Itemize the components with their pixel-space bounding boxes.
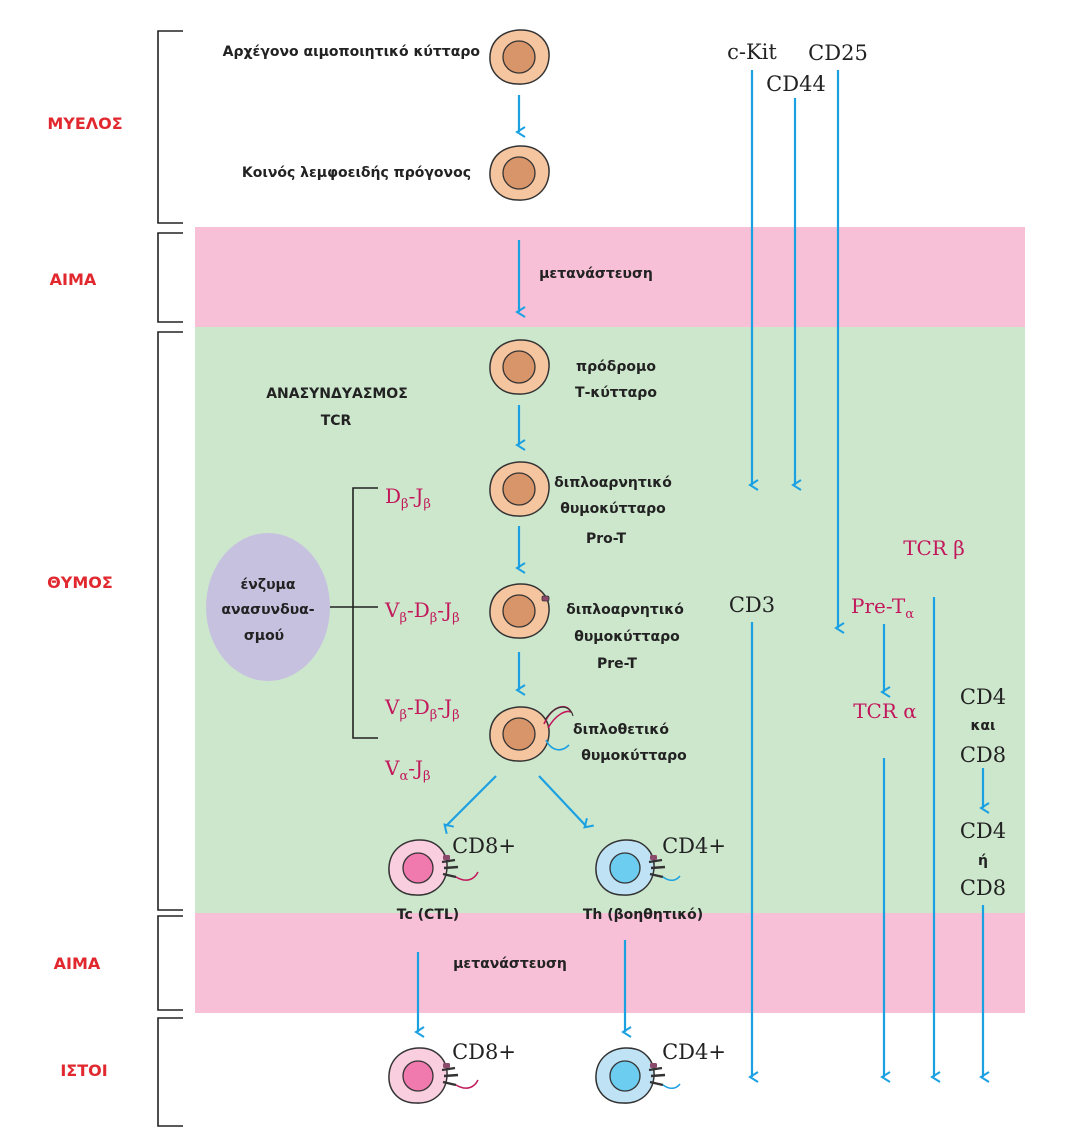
marker-or: ή (978, 853, 988, 869)
label-clp: Κοινός λεμφοειδής πρόγονος (242, 165, 471, 181)
marker-cd44: CD44 (766, 72, 826, 96)
cell-double-positive (489, 705, 574, 762)
marker-cd25: CD25 (808, 41, 868, 65)
label-dn2-3: Pre-T (597, 656, 637, 672)
marker-cd8-bottom: CD8 (960, 876, 1006, 900)
region-label-tissues: ΙΣΤΟΙ (60, 1061, 107, 1080)
blood-band-top (195, 227, 1025, 327)
label-dn-3: Pro-T (586, 531, 627, 547)
label-dp-1: διπλοθετικό (573, 722, 669, 738)
blood-band-bottom (195, 913, 1025, 1013)
marker-cd3: CD3 (729, 593, 775, 617)
cell-tc-thymus (388, 839, 479, 896)
marker-cd4plus-tissue: CD4+ (662, 1040, 726, 1064)
marker-kai: και (970, 718, 995, 734)
segment-vj: Vα-Jβ (384, 756, 431, 784)
marker-cd4plus-thymus: CD4+ (662, 834, 726, 858)
label-dn2-2: θυμοκύτταρο (574, 629, 680, 645)
recombination-enzyme (206, 533, 330, 681)
recombination-title-2: TCR (321, 413, 352, 429)
enzyme-label-2: ανασυνδυα- (221, 602, 314, 618)
label-precursor-2: Τ-κύτταρο (575, 385, 657, 401)
marker-cd8plus-tissue: CD8+ (452, 1040, 516, 1064)
marker-tcr-alpha: TCR α (853, 699, 917, 723)
lineage-arrows (414, 95, 632, 1038)
segment-vdj-1: Vβ-Dβ-Jβ (384, 598, 460, 626)
enzyme-label-1: ένζυμα (241, 577, 296, 593)
label-dn-2: θυμοκύτταρο (560, 501, 666, 517)
label-precursor-1: πρόδρομο (576, 359, 656, 375)
segment-dj: Dβ-Jβ (385, 484, 431, 512)
enzyme-label-3: σμού (244, 628, 284, 644)
label-th: Th (βοηθητικό) (583, 907, 703, 923)
label-tc: Tc (CTL) (397, 907, 459, 923)
cell-double-negative-pre-t (489, 583, 550, 639)
cell-tc-tissue (388, 1047, 479, 1104)
marker-cd8plus-thymus: CD8+ (452, 834, 516, 858)
region-brackets (157, 30, 183, 1127)
recombination-bracket (330, 487, 378, 739)
cell-hsc (489, 29, 550, 85)
pre-tcr-receptor (541, 595, 550, 602)
region-label-marrow: ΜΥΕΛΟΣ (47, 114, 122, 133)
marker-arrows (748, 70, 990, 1083)
recombination-title-1: ΑΝΑΣΥΝΔΥΑΣΜΟΣ (266, 386, 408, 402)
region-label-blood-bottom: ΑΙΜΑ (54, 954, 101, 973)
cell-t-precursor (489, 339, 550, 395)
label-dp-2: θυμοκύτταρο (581, 748, 687, 764)
marker-tcr-beta: TCR β (903, 536, 965, 560)
label-dn2-1: διπλοαρνητικό (566, 602, 684, 618)
cell-common-lymphoid-progenitor (489, 145, 550, 201)
label-dn-1: διπλοαρνητικό (554, 475, 672, 491)
segment-vdj-2: Vβ-Dβ-Jβ (384, 695, 460, 723)
cell-th-thymus (595, 839, 681, 896)
cell-th-tissue (595, 1047, 681, 1104)
marker-cd4-top: CD4 (960, 685, 1006, 709)
marker-cd8-top: CD8 (960, 743, 1006, 767)
marker-pre-t-alpha: Pre-Tα (851, 594, 914, 622)
marker-ckit: c-Kit (727, 40, 777, 64)
region-label-thymus: ΘΥΜΟΣ (47, 573, 113, 592)
label-migration-1: μετανάστευση (539, 266, 653, 282)
marker-cd4-bottom: CD4 (960, 819, 1006, 843)
label-hsc: Αρχέγονο αιμοποιητικό κύτταρο (223, 44, 481, 60)
label-migration-2: μετανάστευση (453, 956, 567, 972)
cell-double-negative-pro-t (489, 461, 550, 517)
region-label-blood-top: ΑΙΜΑ (50, 270, 97, 289)
thymus-band (195, 327, 1025, 913)
